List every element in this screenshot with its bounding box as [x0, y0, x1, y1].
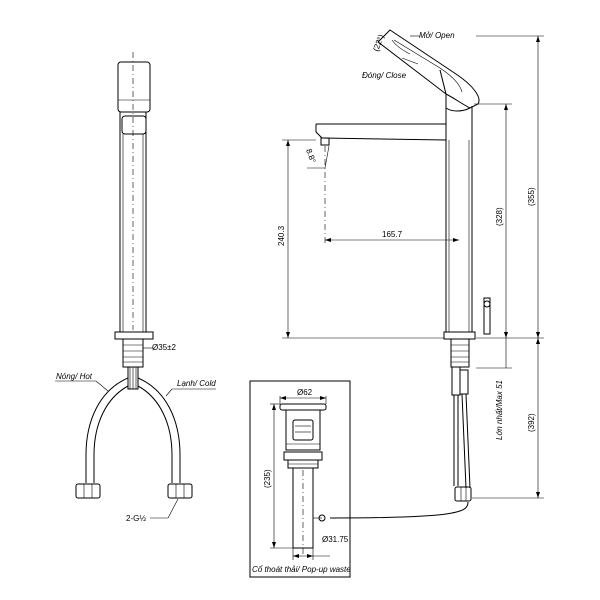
- label-dim-165: 165.7: [382, 230, 403, 239]
- label-open: Mở/ Open: [419, 31, 455, 40]
- label-close: Đóng/ Close: [362, 71, 407, 80]
- label-dim-392: (392): [527, 413, 536, 432]
- label-dim-328: (328): [495, 207, 504, 226]
- faucet-front-view: 240.3 165.7 8.8° (22°) Mở/ Open Đóng/ Cl…: [277, 29, 544, 522]
- label-hot: Nóng/ Hot: [56, 372, 93, 381]
- label-dim-355: (355): [527, 187, 536, 206]
- label-popup: Cổ thoát thải/ Pop-up waste: [252, 565, 351, 574]
- faucet-side-view: Ø35±2 Nóng/ Hot Lạnh/ Cold 2-G½: [55, 52, 216, 523]
- label-cold: Lạnh/ Cold: [177, 379, 216, 388]
- label-dia-3175: Ø31.75: [322, 535, 349, 544]
- label-dim-235: (235): [263, 469, 272, 488]
- label-thread: 2-G½: [126, 514, 146, 523]
- label-angle-open: (22°): [371, 33, 386, 53]
- label-dia-62: Ø62: [297, 388, 313, 397]
- label-dia-35: Ø35±2: [152, 343, 177, 352]
- label-dim-240: 240.3: [277, 225, 286, 246]
- popup-waste-detail: Ø62 (235) Ø31.75 Cổ thoát thải/ Pop-up: [249, 380, 351, 578]
- label-angle-spout: 8.8°: [304, 148, 317, 165]
- label-max51: Lớn nhất/Max 51: [495, 380, 504, 440]
